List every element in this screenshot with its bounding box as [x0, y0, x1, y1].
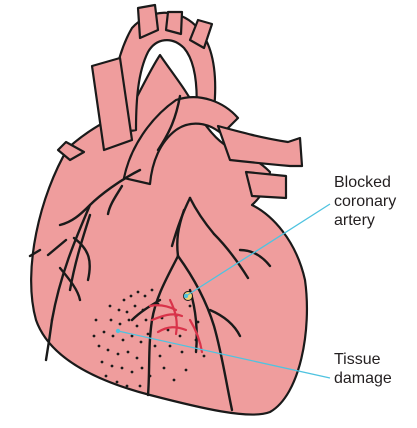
- tissue-damage-leader-dot: [116, 329, 120, 333]
- blocked-coronary-artery-label: Blocked coronary artery: [334, 173, 396, 230]
- tissue-damage-label: Tissue damage: [334, 350, 392, 388]
- pulmonary-vein-right: [246, 172, 286, 198]
- blocked-artery-leader-dot: [184, 294, 188, 298]
- pulmonary-artery-right: [218, 126, 302, 166]
- left-carotid-artery: [166, 12, 182, 34]
